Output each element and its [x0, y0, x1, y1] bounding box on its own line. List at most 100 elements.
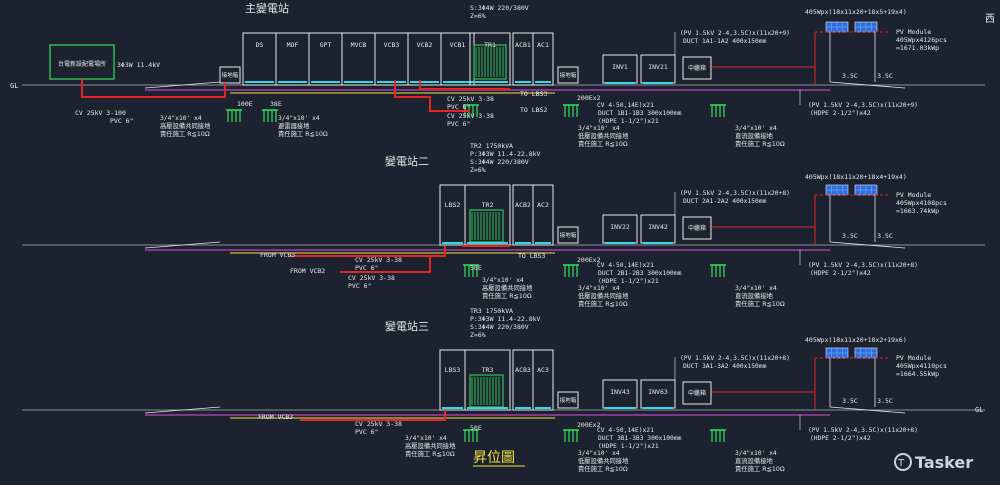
dc-cable-spec: (PV 1.5kV 2-4,3.5C)x(11x20+9) [680, 30, 790, 37]
panel-label: AC2 [537, 201, 549, 209]
transformer-info: S:3Φ4W 220/380V [470, 323, 529, 331]
pv-panel-icon [854, 21, 878, 33]
cable-spec: CV 25kV 3-38 [447, 112, 494, 120]
switchgear-panel [532, 349, 554, 411]
ground-note: 高壓設備共同接地 [160, 121, 211, 130]
hdpe-spec: (HDPE 1-1/2")x21 [598, 118, 659, 125]
cable-spec: PVC 6" [355, 428, 378, 436]
transformer-info: TR2 1750kVA [470, 142, 513, 150]
cable-source: FROM VCB3 [260, 251, 295, 259]
inverter-label: INV42 [648, 223, 668, 231]
dc-cable-spec: (PV 1.5kV 2-4,3.5C)x(11x20+8) [808, 262, 918, 269]
ground-note: 直流設備接地 [735, 131, 773, 140]
ground-tag: 100E [237, 100, 253, 108]
pv-panel-icon [854, 347, 878, 359]
hdpe-spec: (HDPE 1-1/2")x21 [598, 278, 659, 285]
inverter-label: INV43 [610, 388, 630, 396]
ground-note: 3/4"x10' x4 [578, 285, 620, 292]
inverter-label: INV1 [612, 63, 628, 71]
slope-line [829, 81, 906, 89]
relay-box [682, 381, 712, 405]
pv-panel-icon [825, 347, 849, 359]
ground-note: 責任施工 R≦10Ω [405, 449, 455, 458]
ground-rod-group [710, 429, 726, 442]
transformer-info: P:3Φ3W 11.4-22.8kV [470, 315, 541, 323]
ground-note: 責任施工 R≦10Ω [160, 129, 210, 138]
transformer-frame [473, 44, 507, 80]
relay-box-label: 中繼箱 [688, 64, 706, 72]
duct-spec: DUCT 3B1-3B3 300x100mm [598, 435, 682, 442]
utility-name: 台電新設配電場所 [58, 60, 106, 68]
inverter-label: INV22 [610, 223, 630, 231]
relay-box [682, 56, 712, 80]
pv-capacity: =1663.74kWp [896, 207, 939, 215]
cable-spec: PVC 6" [447, 103, 470, 111]
span-label: 3.5C [842, 232, 858, 240]
relay-box-label: 中繼箱 [688, 389, 706, 397]
relay-box-label: 中繼箱 [688, 224, 706, 232]
ground-rod-group [226, 109, 242, 122]
switchgear-panel [512, 184, 534, 246]
ground-tag: 50E [470, 264, 482, 272]
panel-label: ACB1 [515, 41, 531, 49]
cable-spec: PVC 6" [355, 264, 378, 272]
transformer-info: P:3Φ3W 11.4-22.8kV [470, 150, 541, 158]
span-label: 3.5C [877, 72, 893, 80]
pv-panel-icon [825, 21, 849, 33]
pv-module-qty: 405Wpx4108pcs [896, 199, 947, 207]
ground-note: 責任施工 R≦10Ω [735, 139, 785, 148]
pv-module-qty: 405Wpx4126pcs [896, 36, 947, 44]
slope-line [829, 241, 906, 249]
switchgear-panel [469, 32, 511, 86]
dc-cable-spec: (PV 1.5kV 2-4,3.5C)x(11x20+8) [680, 355, 790, 362]
dc-cable-spec: (PV 1.5kV 2-4,3.5C)x(11x20+9) [808, 102, 918, 109]
panel-label: ACB2 [515, 201, 531, 209]
ground-tag: 50E [470, 424, 482, 432]
hdpe-spec: (HDPE 2-1/2")x42 [810, 435, 871, 442]
pv-module-label: PV Module [896, 354, 931, 362]
duct-spec: DUCT 2A1-2A2 400x150mm [683, 198, 767, 205]
transformer-core-icon [469, 374, 504, 408]
panel-label: VCB1 [450, 41, 466, 49]
pv-capacity: =1671.03kWp [896, 44, 939, 52]
ground-rod-group [463, 429, 479, 442]
incoming-hv-cable [81, 79, 226, 98]
ground-tag: 200Ex2 [577, 256, 601, 264]
pv-module-label: PV Module [896, 191, 931, 199]
cable-destination: TO LBS2 [520, 106, 547, 114]
corner-glyph: 西 [985, 14, 995, 25]
ground-note: 3/4"x10' x4 [735, 285, 777, 292]
ground-note: 責任施工 R≦10Ω [278, 129, 328, 138]
ground-note: 高壓設備共同接地 [482, 283, 533, 292]
pv-array-spec: 405Wpx(18x11x20+18x2+19x6) [805, 336, 907, 344]
cable-destination: TO LBS3 [520, 90, 547, 98]
ground-note: 避雷器接地 [278, 121, 310, 130]
junction-box [219, 66, 241, 84]
duct-spec: DUCT 1B1-1B3 300x100mm [598, 110, 682, 117]
inverter-label: INV21 [648, 63, 668, 71]
hdpe-spec: (HDPE 2-1/2")x42 [810, 270, 871, 277]
station-title: 變電站二 [385, 154, 429, 168]
panel-label: TR2 [482, 201, 494, 209]
pv-module-qty: 405Wpx4110pcs [896, 362, 947, 370]
panel-label: LBS3 [445, 366, 461, 374]
watermark-icon-glyph: T [897, 458, 905, 469]
junction-box [557, 226, 579, 244]
cable-spec: CV 25kV 3-38 [447, 95, 494, 103]
pv-capacity: =1664.55kWp [896, 370, 939, 378]
ground-rod-group [463, 264, 479, 277]
span-label: 3.5C [877, 397, 893, 405]
pv-panel-icon [825, 184, 849, 196]
junction-box-label: 接地箱 [222, 71, 239, 79]
duct-spec: DUCT 1A1-1A2 400x150mm [683, 38, 767, 45]
cable-spec: CV 25kV 3-38 [355, 256, 402, 264]
ground-note: 責任施工 R≦10Ω [578, 299, 628, 308]
pv-module-label: PV Module [896, 28, 931, 36]
utility-supply: 3Φ3W 11.4kV [117, 61, 160, 69]
ground-rod-group [262, 109, 278, 122]
pv-panel-icon [854, 184, 878, 196]
transformer-info: S:3Φ4W 220/380V [470, 158, 529, 166]
slope-line [829, 406, 906, 414]
junction-box-label: 接地箱 [560, 396, 577, 404]
